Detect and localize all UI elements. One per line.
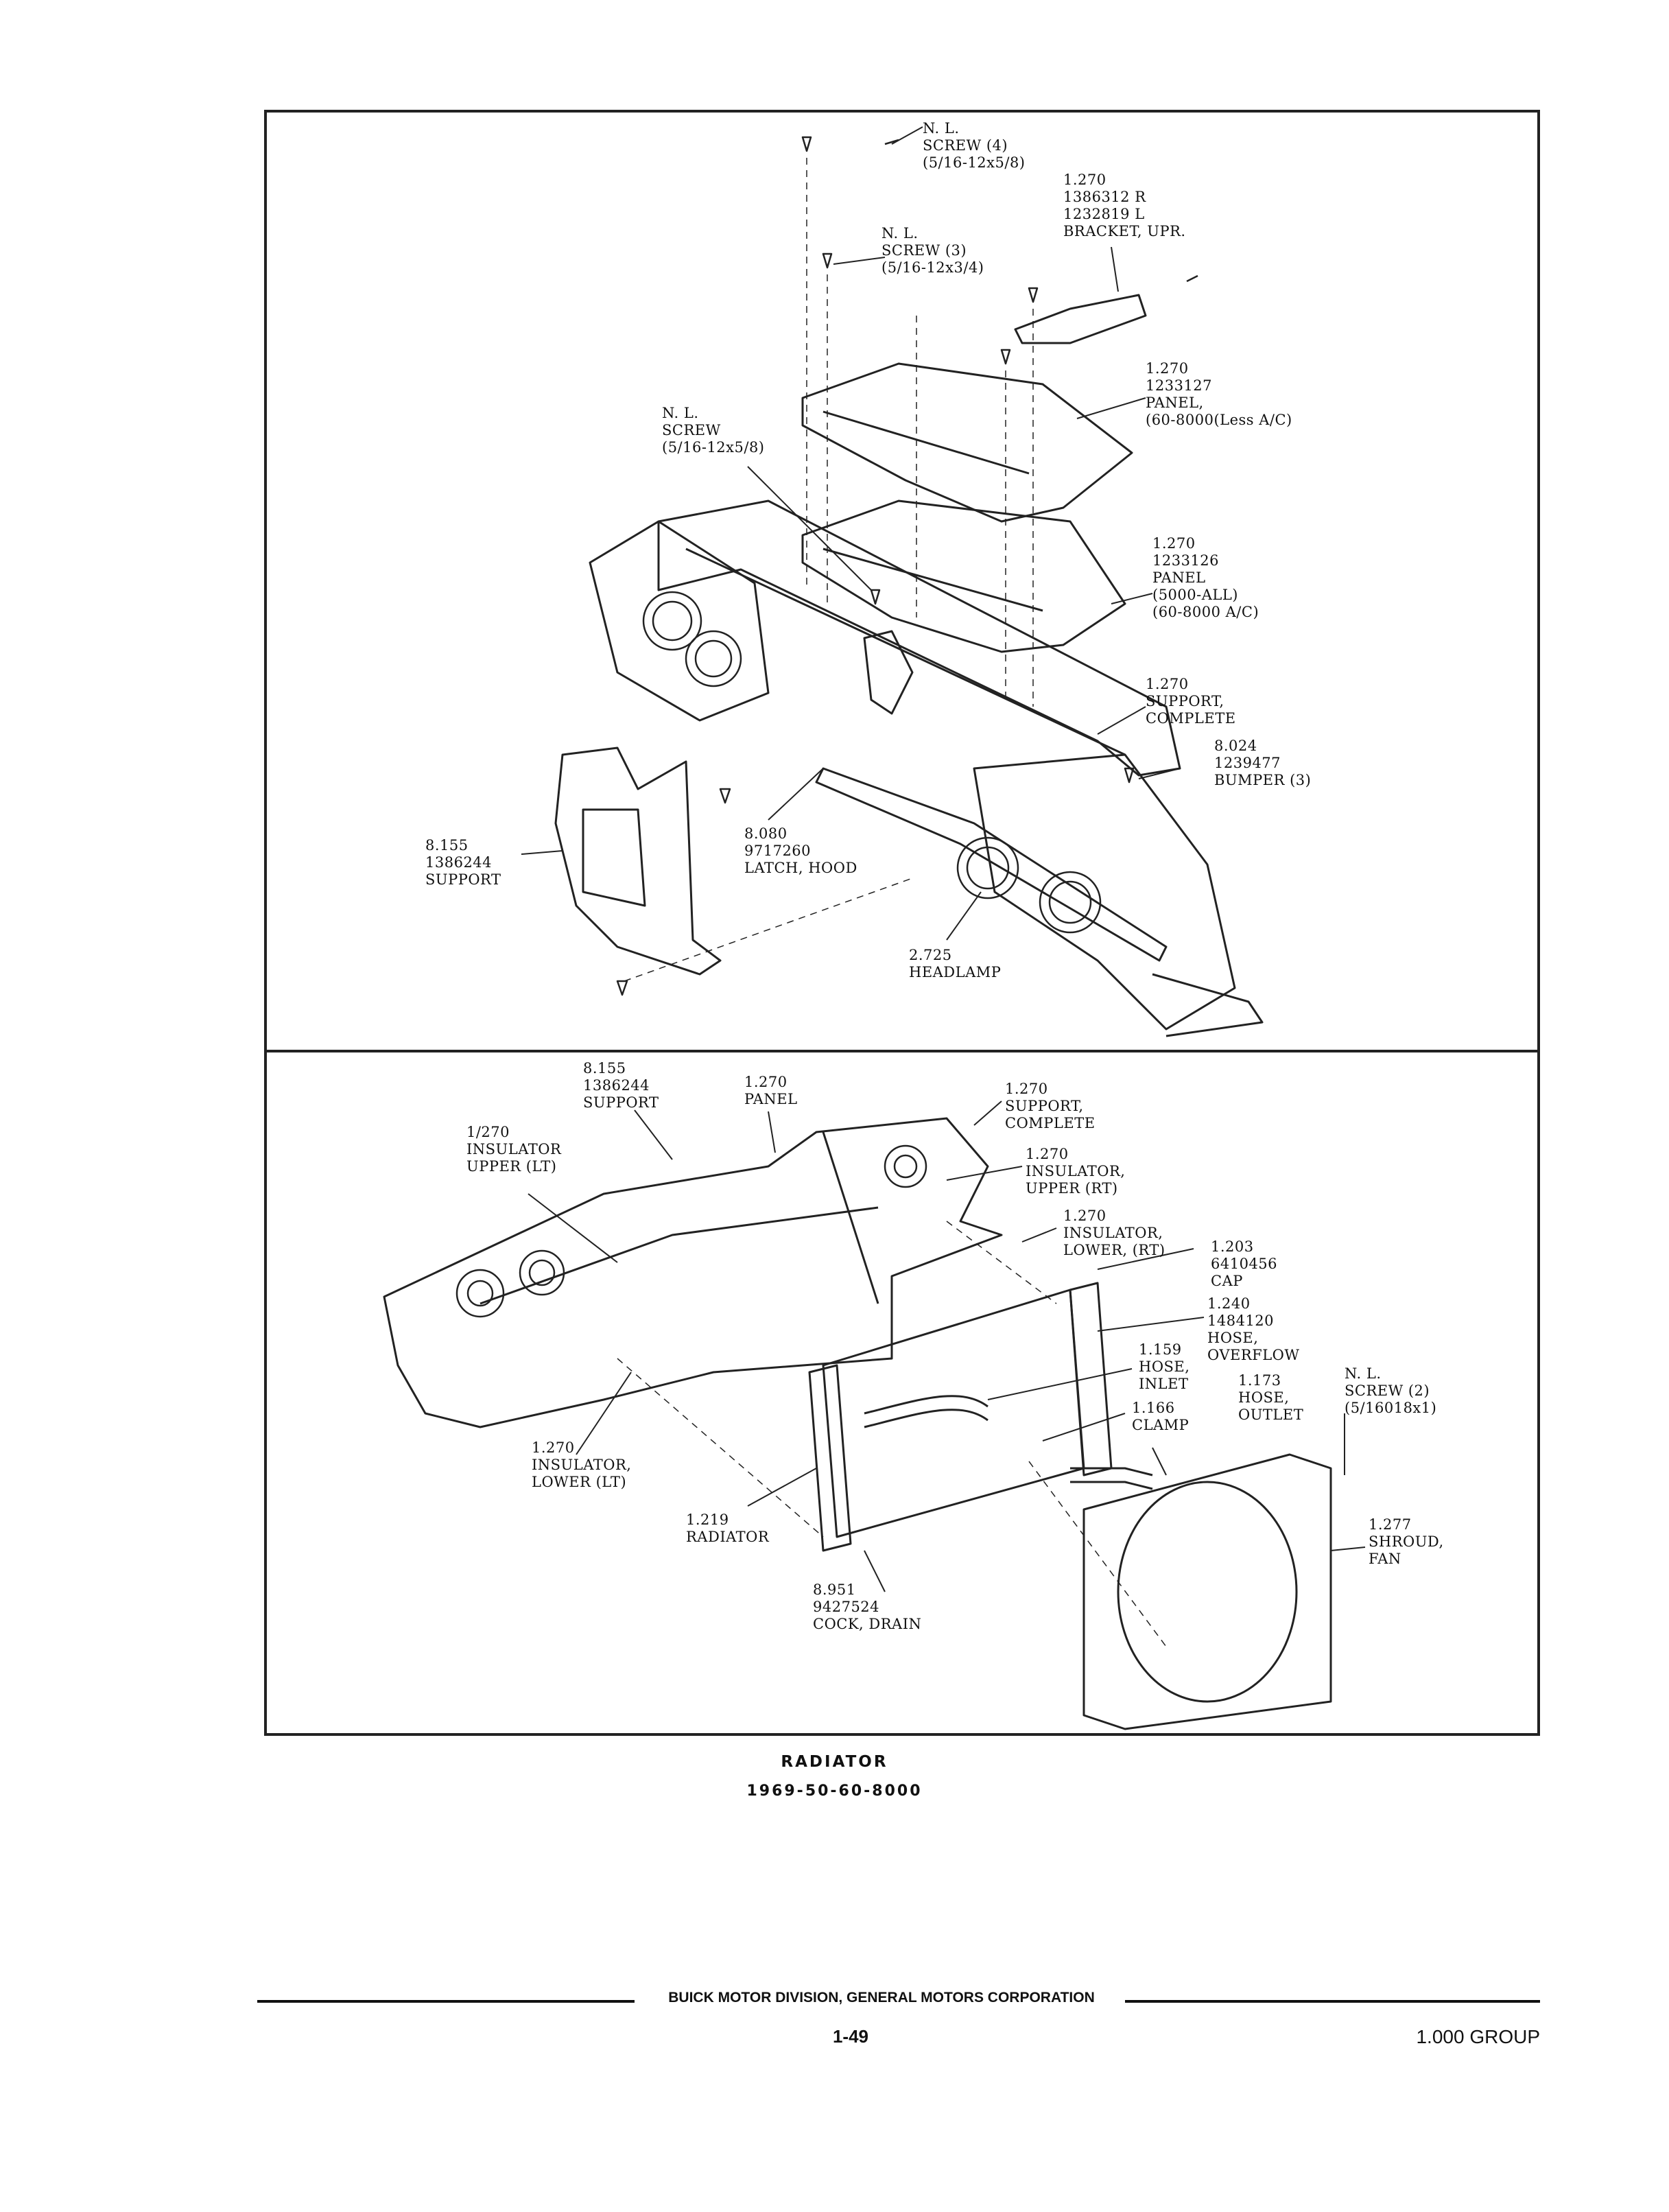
headlamps-top xyxy=(642,591,1102,934)
footer-company: BUICK MOTOR DIVISION, GENERAL MOTORS COR… xyxy=(668,1990,1095,2005)
upper-panel-1033127 xyxy=(801,362,1133,523)
page-number: 1-49 xyxy=(832,2026,869,2047)
callout-latch-hood: 8.080 9717260 LATCH, HOOD xyxy=(744,825,857,876)
callout-screw-4: N. L. SCREW (4) (5/16-12x5/8) xyxy=(923,120,1026,171)
fan-shroud xyxy=(1082,1453,1332,1730)
inlet-hose xyxy=(864,1395,989,1428)
callout-screw-3: N. L. SCREW (3) (5/16-12x3/4) xyxy=(881,225,984,276)
leader-lines-bottom xyxy=(528,1101,1366,1592)
radiator-support-drawing xyxy=(589,499,1264,1037)
panel-divider xyxy=(264,1050,1540,1052)
figure-title: RADIATOR xyxy=(781,1753,888,1771)
hood-latch xyxy=(863,630,914,715)
left-support-8155 xyxy=(554,746,722,976)
callout-support-complete: 1.270 SUPPORT, COMPLETE xyxy=(1146,676,1236,727)
callout-radiator: 1.219 RADIATOR xyxy=(686,1511,770,1545)
callout-support-8155: 8.155 1386244 SUPPORT xyxy=(425,837,501,888)
callout-headlamp: 2.725 HEADLAMP xyxy=(909,947,1002,980)
callout-cock-drain: 8.951 9427524 COCK, DRAIN xyxy=(813,1581,922,1632)
guide-lines-bottom xyxy=(617,1221,1167,1647)
callout-bracket-upr: 1.270 1386312 R 1232819 L BRACKET, UPR. xyxy=(1063,172,1186,239)
footer-rule-right xyxy=(1125,2000,1540,2003)
callout-insulator-lower-lt: 1.270 INSULATOR, LOWER (LT) xyxy=(532,1439,632,1490)
upper-bracket xyxy=(1014,294,1147,344)
callout-support-8155-b: 8.155 1386244 SUPPORT xyxy=(583,1060,659,1111)
callout-cap: 1.203 6410456 CAP xyxy=(1211,1238,1278,1289)
footer-rule-left xyxy=(257,2000,635,2003)
support-assembly-bottom xyxy=(383,1117,1003,1428)
callout-panel-b: 1.270 PANEL xyxy=(744,1074,798,1107)
callout-screw-nl: N. L. SCREW (5/16-12x5/8) xyxy=(662,405,765,456)
callout-support-complete-b: 1.270 SUPPORT, COMPLETE xyxy=(1005,1081,1096,1131)
leader-lines-top xyxy=(521,126,1181,941)
callout-shroud-fan: 1.277 SHROUD, FAN xyxy=(1369,1516,1444,1567)
callout-panel-less-ac: 1.270 1233127 PANEL, (60-8000(Less A/C) xyxy=(1146,360,1292,428)
callout-screw-2: N. L. SCREW (2) (5/16018x1) xyxy=(1345,1365,1437,1416)
callout-insulator-lower-rt: 1.270 INSULATOR, LOWER, (RT) xyxy=(1063,1208,1165,1258)
callout-panel-ac: 1.270 1233126 PANEL (5000-ALL) (60-8000 … xyxy=(1152,535,1259,620)
callout-bumper: 8.024 1239477 BUMPER (3) xyxy=(1214,738,1312,788)
callout-insulator-upper-rt: 1.270 INSULATOR, UPPER (RT) xyxy=(1026,1146,1126,1197)
callout-hose-overflow: 1.240 1484120 HOSE, OVERFLOW xyxy=(1207,1295,1300,1363)
outlet-hose xyxy=(1070,1467,1153,1490)
callout-hose-outlet: 1.173 HOSE, OUTLET xyxy=(1238,1372,1304,1423)
figure-subtitle: 1969-50-60-8000 xyxy=(746,1782,923,1800)
screws-top xyxy=(616,136,1198,996)
diagram-frame xyxy=(264,110,1540,1736)
guide-lines-top xyxy=(624,158,1034,982)
group-label: 1.000 GROUP xyxy=(1416,2026,1540,2047)
radiator-core xyxy=(808,1282,1113,1552)
callout-clamp: 1.166 CLAMP xyxy=(1132,1400,1189,1433)
headlamps-bottom xyxy=(455,1144,927,1318)
callout-hose-inlet: 1.159 HOSE, INLET xyxy=(1139,1341,1190,1392)
lower-panel-1233126 xyxy=(801,499,1126,653)
callout-insulator-upper-lt: 1/270 INSULATOR UPPER (LT) xyxy=(466,1124,562,1175)
